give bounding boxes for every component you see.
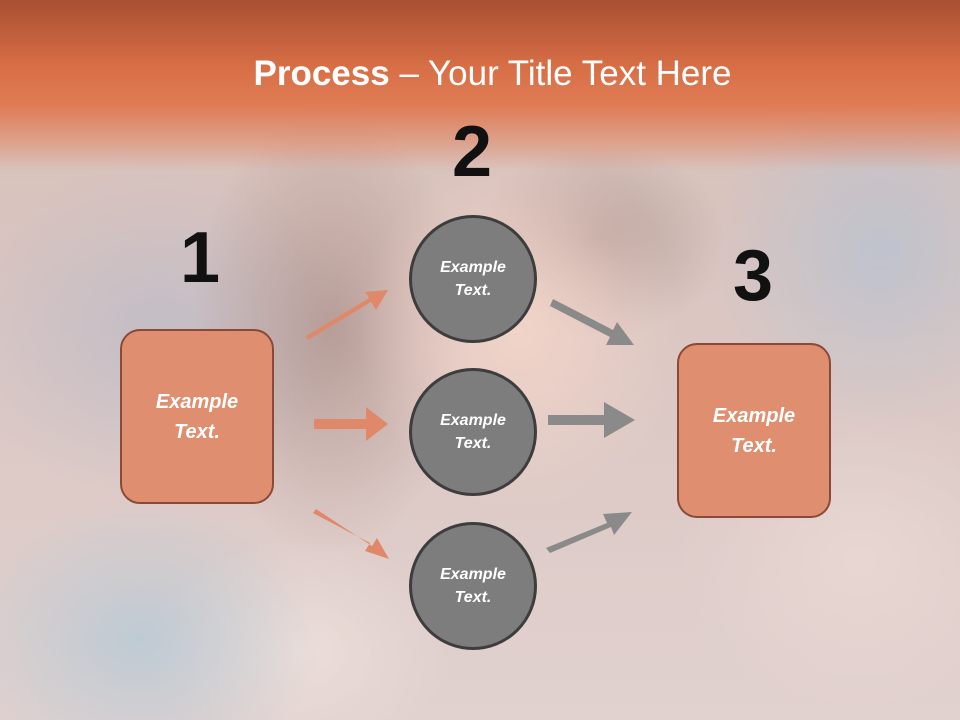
title-bold: Process — [253, 54, 390, 93]
circle-top-text: Example Text. — [440, 256, 506, 302]
arrow-1-to-middle — [314, 407, 388, 441]
circle-middle-text: Example Text. — [440, 409, 506, 455]
step-3-line2: Text. — [731, 434, 777, 457]
arrow-top-to-3 — [550, 299, 634, 345]
circle-middle-line2: Text. — [454, 435, 492, 452]
arrow-1-to-top — [306, 290, 388, 340]
slide-title[interactable]: Process – Your Title Text Here — [0, 50, 960, 98]
step-number-3: 3 — [732, 236, 774, 316]
step-2-circle-middle[interactable]: Example Text. — [409, 368, 537, 496]
step-2-circle-top[interactable]: Example Text. — [409, 215, 537, 343]
title-band — [0, 0, 960, 170]
arrow-middle-to-3 — [548, 402, 635, 438]
step-1-box[interactable]: Example Text. — [120, 329, 274, 504]
step-1-text: Example Text. — [156, 387, 238, 447]
circle-middle-line1: Example — [440, 412, 506, 429]
arrow-bottom-to-3 — [546, 512, 632, 553]
step-2-circle-bottom[interactable]: Example Text. — [409, 522, 537, 650]
step-3-line1: Example — [712, 404, 796, 427]
step-number-1: 1 — [179, 218, 221, 298]
circle-top-line1: Example — [440, 259, 506, 276]
step-number-2: 2 — [451, 112, 493, 192]
circle-bottom-line2: Text. — [454, 589, 492, 606]
circle-bottom-text: Example Text. — [440, 563, 506, 609]
arrow-1-to-bottom — [313, 509, 389, 559]
title-rest: – Your Title Text Here — [389, 54, 732, 93]
circle-top-line2: Text. — [454, 282, 492, 299]
step-3-box[interactable]: Example Text. — [677, 343, 831, 518]
step-3-text: Example Text. — [713, 401, 795, 461]
step-1-line2: Text. — [174, 420, 220, 443]
circle-bottom-line1: Example — [440, 566, 506, 583]
step-1-line1: Example — [155, 390, 239, 413]
